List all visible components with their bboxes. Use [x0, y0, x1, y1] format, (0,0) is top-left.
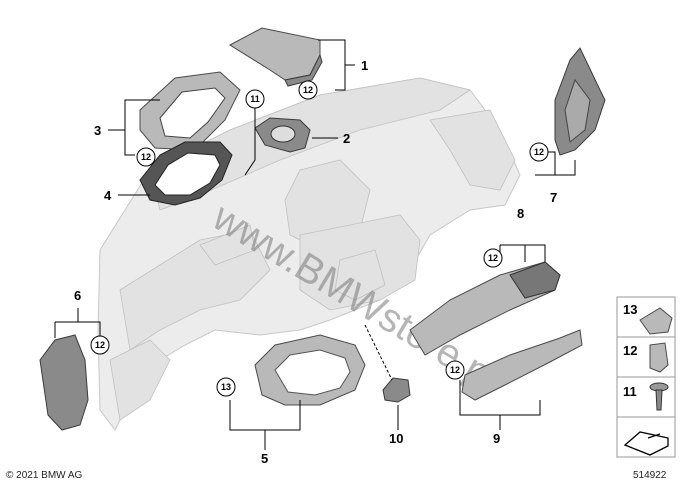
callout-5: 5 [261, 451, 268, 466]
circle-ref-1: 12 [298, 80, 318, 100]
hardware-legend: 13 12 11 [616, 296, 676, 458]
circle-ref-8: 13 [216, 377, 236, 397]
part-9-trim-strip [461, 329, 583, 401]
part-10-bracket [382, 377, 411, 403]
svg-text:12: 12 [141, 152, 151, 162]
part-6-side-trim [39, 334, 89, 431]
callout-6: 6 [74, 288, 81, 303]
circle-ref-7: 12 [445, 360, 465, 380]
circle-ref-6: 12 [90, 335, 110, 355]
part-7-side-trim [554, 47, 606, 156]
leader-lines [54, 39, 576, 450]
part-8-trim-strip [409, 261, 561, 356]
callout-4: 4 [104, 188, 112, 203]
callout-3: 3 [94, 123, 101, 138]
circle-ref-4: 12 [529, 142, 549, 162]
copyright-text: © 2021 BMW AG [6, 470, 83, 481]
callout-7: 7 [550, 190, 557, 205]
clip-13-icon [639, 307, 673, 335]
circle-ref-3: 12 [136, 147, 156, 167]
circle-ref-5: 12 [483, 248, 503, 268]
svg-text:11: 11 [250, 94, 260, 104]
part-3-frame [139, 71, 241, 151]
callout-8: 8 [517, 206, 524, 221]
circle-ref-2: 11 [245, 89, 265, 109]
screw-11-icon [649, 382, 669, 411]
callout-1: 1 [361, 58, 368, 73]
circled-references: 12 11 12 12 12 12 12 13 [90, 80, 549, 397]
part-4-frame [139, 141, 233, 206]
part-2-vent [254, 117, 311, 153]
clip-12-icon [649, 342, 669, 373]
legend-label-12: 12 [623, 343, 637, 358]
part-5-cluster-surround [254, 334, 366, 406]
callout-labels: 1 2 3 4 5 6 7 8 9 10 [74, 58, 557, 466]
svg-text:12: 12 [303, 85, 313, 95]
svg-text:12: 12 [95, 340, 105, 350]
part-1-cover [229, 27, 323, 87]
callout-10: 10 [389, 431, 403, 446]
legend-label-11: 11 [623, 384, 637, 399]
sheet-symbol-icon [623, 431, 669, 456]
callout-2: 2 [343, 131, 350, 146]
legend-label-13: 13 [623, 302, 637, 317]
svg-text:12: 12 [488, 253, 498, 263]
diagram-number: 514922 [633, 470, 667, 481]
svg-text:12: 12 [450, 365, 460, 375]
svg-text:12: 12 [534, 147, 544, 157]
svg-text:13: 13 [221, 382, 231, 392]
callout-9: 9 [493, 431, 500, 446]
